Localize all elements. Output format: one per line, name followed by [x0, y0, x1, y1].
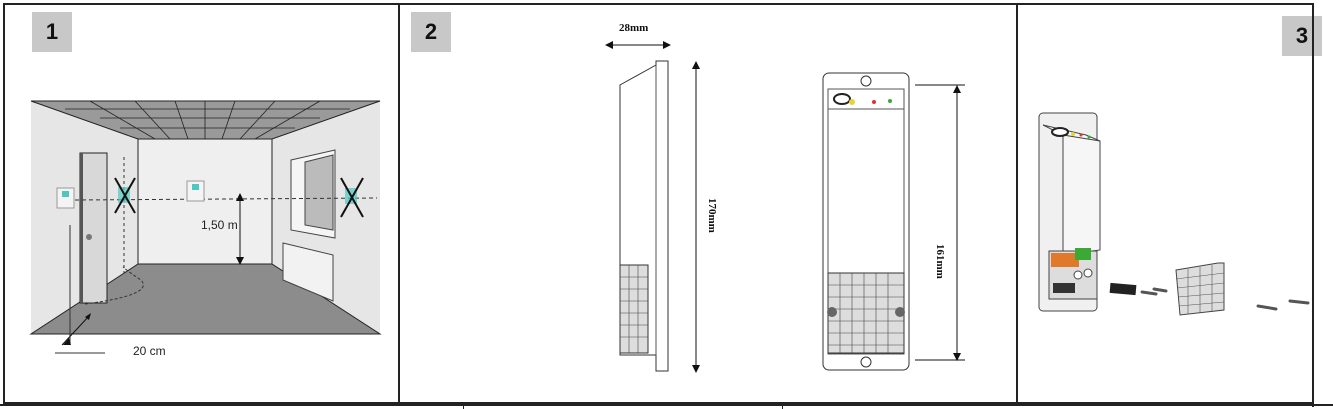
panel-dimensions: 2 28mm 170mm 161mm — [398, 3, 1018, 404]
depth-label: 28mm — [619, 22, 649, 34]
right-border — [1312, 3, 1314, 407]
step-badge-3: 3 — [1282, 16, 1322, 56]
table-bottom-border — [0, 404, 1333, 406]
panel-installation-location: 1 — [3, 3, 400, 404]
room-illustration — [29, 100, 382, 354]
height-label: 1,50 m — [201, 218, 238, 232]
distance-label: 20 cm — [133, 344, 166, 358]
step-badge-2: 2 — [411, 12, 451, 52]
dimension-drawing — [605, 41, 965, 373]
panel-assembly: 3 — [1016, 3, 1322, 404]
step-badge-1: 1 — [32, 12, 72, 52]
table-cell-divider — [782, 404, 783, 409]
exploded-assembly-drawing — [1038, 112, 1310, 316]
table-cell-divider — [463, 404, 464, 409]
height-total-label: 170mm — [706, 198, 718, 233]
height-inner-label: 161mm — [934, 244, 946, 279]
